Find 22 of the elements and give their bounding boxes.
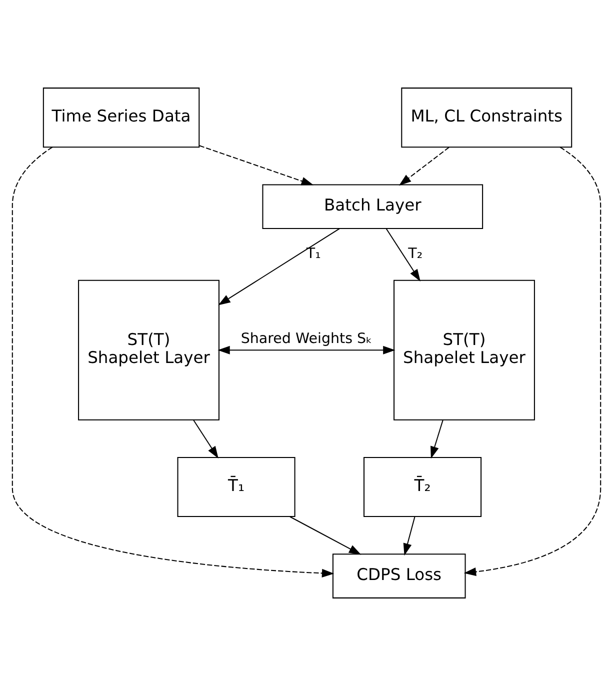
arrow — [218, 228, 340, 306]
arrow — [290, 516, 362, 555]
edge-label: Shared Weights Sₖ — [240, 331, 372, 348]
edge-label: T₁ — [306, 246, 321, 262]
arrow — [398, 146, 450, 186]
arrow — [386, 228, 420, 282]
arrow — [430, 420, 444, 459]
arrow — [12, 146, 334, 578]
node-box: T̄₂ — [364, 456, 482, 518]
node-box: ML, CL Constraints — [401, 88, 572, 148]
arrow — [218, 346, 396, 354]
node-box: Time Series Data — [42, 88, 200, 148]
node-box: Batch Layer — [262, 184, 484, 230]
edge-label: T₂ — [408, 246, 423, 262]
arrow — [464, 146, 602, 576]
node-box: ST(T) Shapelet Layer — [394, 280, 535, 420]
arrow — [193, 420, 218, 458]
arrow — [403, 516, 416, 556]
node-box: ST(T) Shapelet Layer — [78, 280, 220, 420]
arrow — [199, 145, 314, 186]
node-box: CDPS Loss — [332, 554, 466, 598]
node-box: T̄₁ — [177, 456, 296, 518]
